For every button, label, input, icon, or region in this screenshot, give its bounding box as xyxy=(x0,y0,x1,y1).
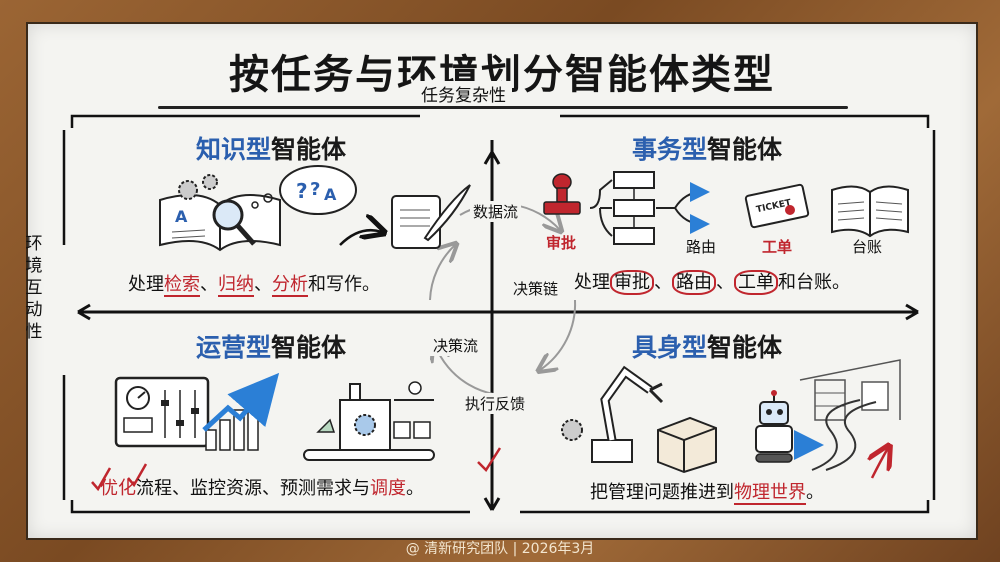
control-panel-icon xyxy=(116,378,208,446)
ticket-label: 工单 xyxy=(762,236,792,257)
box-icon xyxy=(658,418,716,472)
caption-sep: 、 xyxy=(254,274,272,295)
rising-chart-icon xyxy=(204,388,266,450)
robot-icon xyxy=(756,390,812,462)
ticket-icon: TICKET xyxy=(745,184,808,227)
transaction-caption: 处理审批、路由、工单和台账。 xyxy=(574,268,850,294)
caption-keyword: 分析 xyxy=(272,274,308,297)
y-axis-label: 环境互动性 xyxy=(24,233,44,343)
title-highlight: 运营型 xyxy=(196,333,271,362)
caption-sep: 、 xyxy=(716,272,734,293)
operations-caption: 优化流程、监控资源、预测需求与调度。 xyxy=(100,474,424,500)
stamp-icon xyxy=(544,174,580,214)
svg-text:A: A xyxy=(324,185,337,204)
decision-flow-label: 决策流 xyxy=(430,335,481,356)
caption-text: 处理 xyxy=(574,272,610,293)
transaction-agent-title: 事务型智能体 xyxy=(632,130,782,166)
title-rest: 智能体 xyxy=(271,135,346,164)
caption-sep: 、 xyxy=(654,272,672,293)
caption-text: 把管理问题推进到 xyxy=(590,482,734,503)
caption-keyword: 审批 xyxy=(610,270,654,295)
knowledge-agent-title: 知识型智能体 xyxy=(196,130,346,166)
robot-arm-icon xyxy=(562,372,662,462)
title-rest: 智能体 xyxy=(271,333,346,362)
title-rest: 智能体 xyxy=(707,333,782,362)
title-highlight: 知识型 xyxy=(196,135,271,164)
caption-keyword: 优化 xyxy=(100,478,136,499)
upward-arrow-icon xyxy=(872,448,888,478)
execution-feedback-label: 执行反馈 xyxy=(462,393,528,414)
bracket-top-right xyxy=(560,116,928,128)
caption-text: 和写作。 xyxy=(308,274,380,295)
data-flow-label: 数据流 xyxy=(470,201,521,222)
caption-sep: 、 xyxy=(200,274,218,295)
stamp-label: 审批 xyxy=(546,232,576,253)
flowchart-icon xyxy=(590,172,702,244)
quill-scroll-icon xyxy=(392,185,470,248)
knowledge-arrow xyxy=(340,230,382,245)
caption-keyword: 调度 xyxy=(370,478,406,499)
caption-text: 和台账。 xyxy=(778,272,850,293)
check-icon xyxy=(478,448,500,470)
caption-keyword: 物理世界 xyxy=(734,482,806,505)
bracket-top-left xyxy=(72,116,420,128)
svg-text:?: ? xyxy=(296,179,308,203)
routing-label: 路由 xyxy=(686,236,716,257)
svg-text:?: ? xyxy=(310,179,320,200)
title-rest: 智能体 xyxy=(707,135,782,164)
knowledge-caption: 处理检索、归纳、分析和写作。 xyxy=(128,270,380,296)
footer-credit: @ 清新研究团队 | 2026年3月 xyxy=(0,538,1000,558)
svg-text:A: A xyxy=(175,207,188,226)
decision-chain-label: 决策链 xyxy=(510,278,561,299)
caption-text: 。 xyxy=(406,478,424,499)
ledger-icon xyxy=(832,186,908,236)
caption-keyword: 工单 xyxy=(734,270,778,295)
axes xyxy=(64,116,934,512)
bracket-bottom-left xyxy=(72,500,470,512)
embodied-caption: 把管理问题推进到物理世界。 xyxy=(590,478,824,504)
x-axis-label: 任务复杂性 xyxy=(415,81,512,106)
factory-line-icon xyxy=(304,382,434,460)
caption-text: 流程、监控资源、预测需求与 xyxy=(136,478,370,499)
caption-text: 处理 xyxy=(128,274,164,295)
title-highlight: 事务型 xyxy=(632,135,707,164)
caption-keyword: 归纳 xyxy=(218,274,254,297)
caption-text: 。 xyxy=(806,482,824,503)
operations-agent-title: 运营型智能体 xyxy=(196,328,346,364)
title-highlight: 具身型 xyxy=(632,333,707,362)
caption-keyword: 路由 xyxy=(672,270,716,295)
ledger-label: 台账 xyxy=(852,236,882,257)
embodied-agent-title: 具身型智能体 xyxy=(632,328,782,364)
caption-keyword: 检索 xyxy=(164,274,200,297)
